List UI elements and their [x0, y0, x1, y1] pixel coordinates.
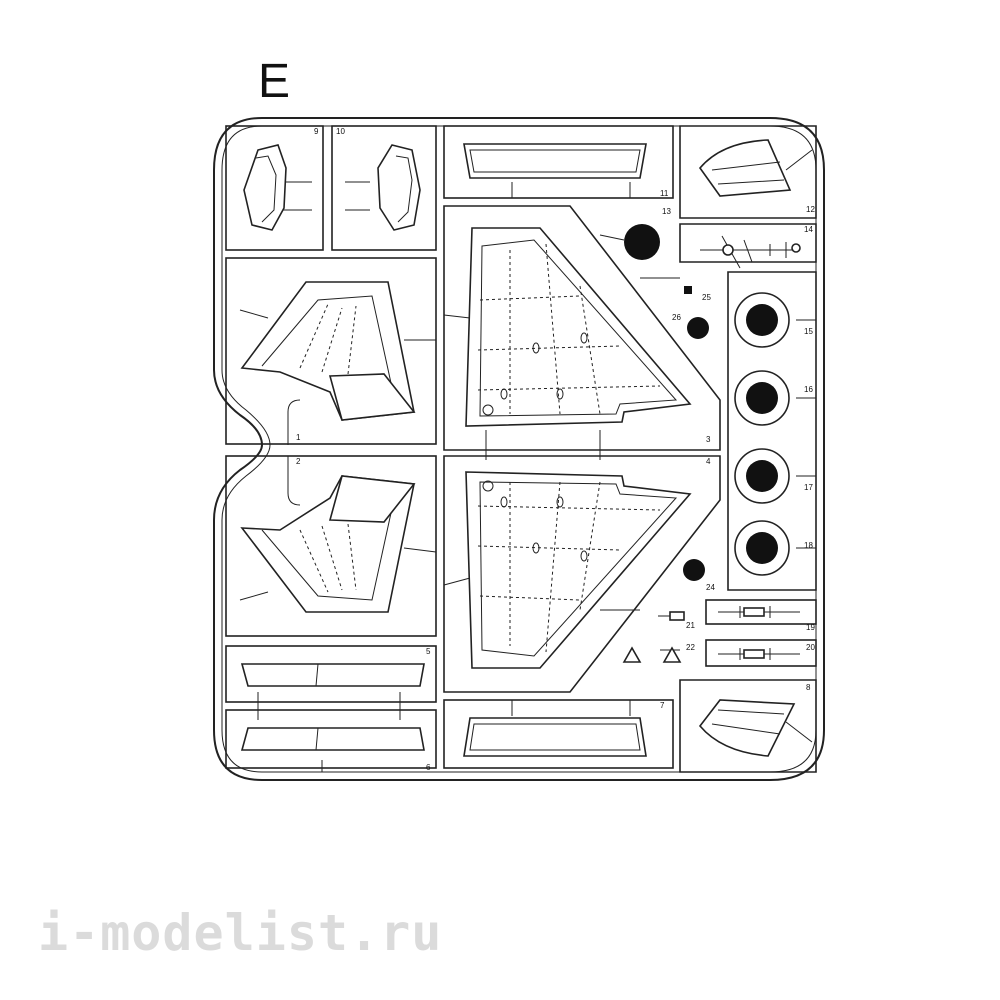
sprue-letter: E [258, 55, 291, 108]
part-7 [463, 717, 647, 757]
label-part-14: 14 [804, 225, 813, 234]
part-8 [698, 699, 796, 757]
label-part-15: 15 [804, 327, 813, 336]
label-part-5: 5 [426, 647, 431, 656]
label-part-8: 8 [806, 683, 811, 692]
part-6 [240, 727, 425, 751]
label-part-25: 25 [702, 293, 711, 302]
sprue-rails [225, 125, 817, 773]
label-part-9: 9 [314, 127, 319, 136]
label-part-10: 10 [336, 127, 345, 136]
part-11 [463, 143, 647, 179]
label-part-3: 3 [706, 435, 711, 444]
label-part-11: 11 [660, 189, 669, 198]
label-part-18: 18 [804, 541, 813, 550]
part-19 [718, 606, 800, 618]
label-part-17: 17 [804, 483, 813, 492]
label-part-6: 6 [426, 763, 431, 772]
label-part-1: 1 [296, 433, 301, 442]
label-part-19: 19 [806, 623, 815, 632]
label-part-21: 21 [686, 621, 695, 630]
part-15 [734, 292, 790, 348]
part-labels: 1 2 3 4 5 6 7 8 9 10 11 12 13 14 15 16 1… [296, 127, 815, 772]
label-part-12: 12 [806, 205, 815, 214]
part-9 [243, 144, 287, 231]
label-part-16: 16 [804, 385, 813, 394]
part-2 [240, 475, 416, 613]
part-17 [734, 448, 790, 504]
label-part-13: 13 [662, 207, 671, 216]
part-20 [718, 648, 800, 660]
label-part-20: 20 [806, 643, 815, 652]
part-4 [465, 471, 692, 669]
label-part-26: 26 [672, 313, 681, 322]
part-18 [734, 520, 790, 576]
part-25 [684, 286, 692, 294]
part-21 [658, 611, 685, 621]
watermark: i-modelist.ru [38, 904, 443, 962]
part-24 [683, 559, 705, 581]
part-14 [700, 235, 801, 269]
part-5 [240, 663, 425, 687]
part-12 [698, 139, 792, 197]
part-1 [240, 281, 416, 421]
label-part-24: 24 [706, 583, 715, 592]
part-13 [624, 224, 660, 260]
label-part-7: 7 [660, 701, 665, 710]
label-part-22: 22 [686, 643, 695, 652]
part-10 [377, 144, 421, 231]
part-22 [622, 646, 682, 663]
label-part-2: 2 [296, 457, 301, 466]
part-16 [734, 370, 790, 426]
part-26 [687, 317, 709, 339]
label-part-4: 4 [706, 457, 711, 466]
part-3 [465, 227, 692, 427]
